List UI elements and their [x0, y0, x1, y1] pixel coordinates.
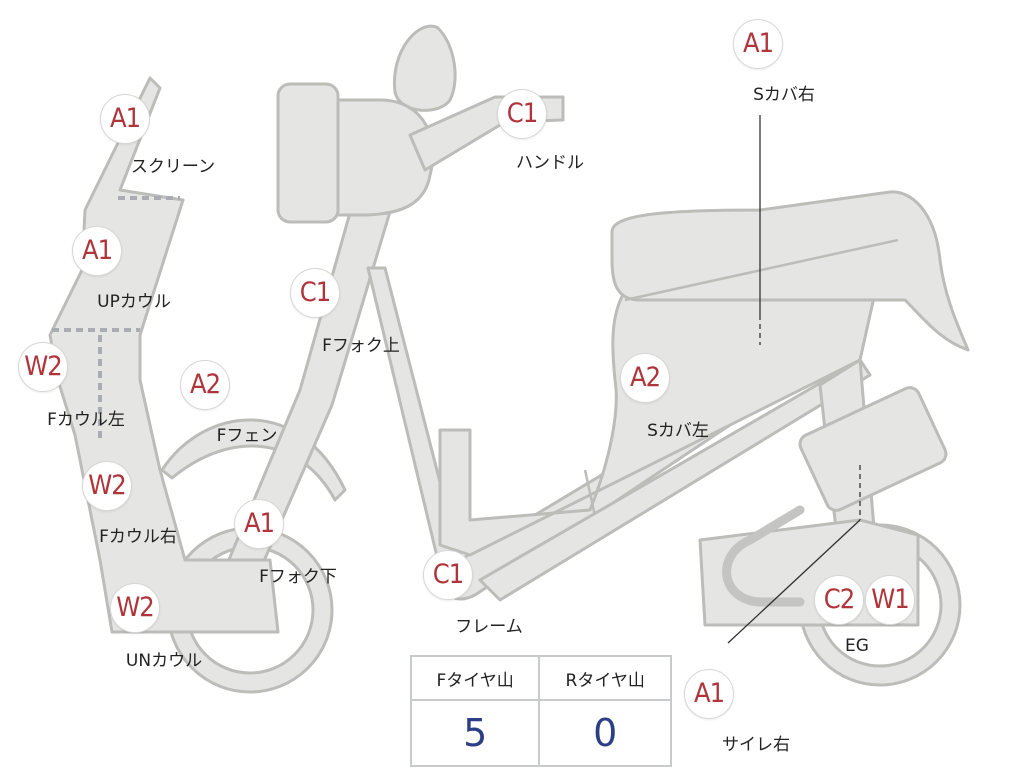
damage-code-screen[interactable]: A1 [100, 94, 150, 144]
rear-tread-header: Rタイヤ山 [538, 655, 672, 701]
front-tread-header: Fタイヤ山 [409, 655, 541, 701]
damage-code-s-cover-right[interactable]: A1 [733, 19, 783, 69]
body-shape [438, 268, 882, 557]
damage-code-engine[interactable]: C2 [814, 575, 864, 625]
part-label-frame: フレーム [455, 617, 523, 637]
air-cleaner-shape [798, 386, 948, 512]
part-label-engine: EG [845, 636, 869, 656]
damage-code-f-fork-upper[interactable]: C1 [290, 268, 340, 318]
rear-tread-value[interactable]: 0 [538, 699, 672, 767]
part-label-s-cover-right: Sカバ右 [753, 85, 815, 105]
seat-seam [624, 238, 899, 302]
damage-code-f-fender[interactable]: A2 [180, 360, 230, 410]
damage-code-s-cover-left[interactable]: A2 [620, 353, 670, 403]
damage-code-up-cowl[interactable]: A1 [72, 226, 122, 276]
damage-code-f-cowl-right[interactable]: W2 [82, 461, 132, 511]
leader-muffler [727, 519, 861, 644]
part-label-muffler-right: サイレ右 [722, 735, 790, 755]
part-label-f-fork-lower: Fフォク下 [259, 567, 337, 587]
part-label-f-fork-upper: Fフォク上 [322, 336, 400, 356]
part-label-un-cowl: UNカウル [125, 651, 203, 671]
part-label-s-cover-left: Sカバ左 [647, 421, 709, 441]
damage-code-un-cowl[interactable]: W2 [110, 583, 160, 633]
front-tread-value[interactable]: 5 [409, 699, 541, 767]
damage-code-engine-2[interactable]: W1 [865, 575, 915, 625]
headlight-lens [276, 82, 340, 224]
damage-code-handle[interactable]: C1 [497, 89, 547, 139]
exhaust-pipe [722, 505, 805, 607]
damage-code-muffler-right[interactable]: A1 [684, 669, 734, 719]
part-label-f-cowl-left: Fカウル左 [47, 410, 125, 430]
tire-tread-table: Fタイヤ山 Rタイヤ山 5 0 [409, 655, 672, 767]
part-label-up-cowl: UPカウル [97, 292, 171, 312]
rear-frame-shape [478, 358, 872, 602]
damage-code-f-fork-lower[interactable]: A1 [234, 499, 284, 549]
damage-code-f-cowl-left[interactable]: W2 [18, 342, 68, 392]
damage-code-frame[interactable]: C1 [423, 550, 473, 600]
part-label-f-cowl-right: Fカウル右 [99, 527, 177, 547]
part-label-f-fender: Fフェン [216, 426, 278, 446]
part-label-handle: ハンドル [516, 153, 584, 173]
mirror-shape [392, 24, 457, 112]
part-label-screen: スクリーン [130, 157, 216, 177]
seat-shape [610, 190, 970, 352]
